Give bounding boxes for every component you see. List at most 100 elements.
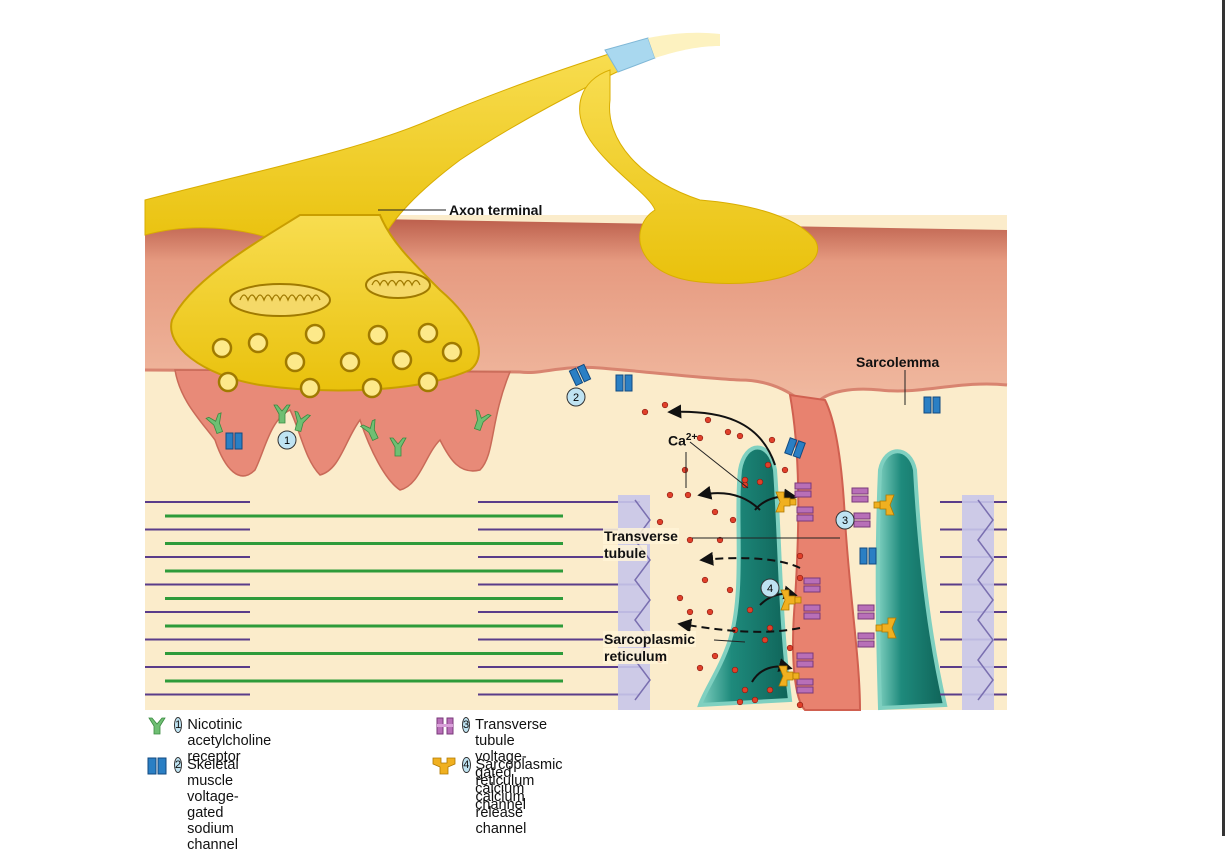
sodium-channel bbox=[615, 374, 633, 392]
membrane-channels bbox=[205, 363, 941, 694]
calcium-ion bbox=[706, 608, 714, 616]
calcium-ion bbox=[736, 698, 744, 706]
sarcolemma-membrane bbox=[144, 365, 801, 402]
calcium-ion bbox=[761, 636, 769, 644]
calcium-ion bbox=[711, 652, 719, 660]
calcium-ion bbox=[661, 401, 669, 409]
calcium-ion bbox=[724, 428, 732, 436]
legend-text-4-line2: release channel bbox=[475, 805, 527, 837]
nicotinic-receptor-icon bbox=[148, 717, 166, 735]
calcium-ion bbox=[796, 552, 804, 560]
marker-3: 3 bbox=[835, 510, 855, 530]
calcium-ions bbox=[641, 401, 804, 709]
synaptic-vesicle bbox=[304, 323, 326, 345]
marker-4-text: 4 bbox=[767, 583, 773, 595]
legend-item-2: 2 Skeletal muscle voltage-gated sodium c… bbox=[146, 757, 247, 853]
t-tubule-calcium-channel bbox=[857, 632, 875, 648]
marker-2-text: 2 bbox=[573, 392, 579, 404]
synaptic-vesicles bbox=[211, 322, 463, 399]
synaptic-vesicle bbox=[299, 377, 321, 399]
calcium-ion bbox=[781, 466, 789, 474]
calcium-ion bbox=[711, 508, 719, 516]
calcium-ion bbox=[766, 686, 774, 694]
sarcoplasmic-reticulum-right bbox=[875, 449, 948, 711]
calcium-ion bbox=[764, 461, 772, 469]
marker-1: 1 bbox=[277, 430, 297, 450]
calcium-ion bbox=[746, 606, 754, 614]
synaptic-vesicle bbox=[391, 349, 413, 371]
calcium-ion bbox=[676, 594, 684, 602]
synaptic-vesicle bbox=[339, 351, 361, 373]
synaptic-vesicle bbox=[417, 322, 439, 344]
legend-text-1: Nicotinic acetylcholine receptor bbox=[187, 717, 272, 765]
marker-4: 4 bbox=[760, 578, 780, 598]
calcium-ion bbox=[726, 586, 734, 594]
synaptic-vesicle bbox=[284, 351, 306, 373]
calcium-label: Ca2+ bbox=[668, 430, 697, 449]
legend-text-2: Skeletal muscle voltage-gated sodium cha… bbox=[187, 757, 246, 853]
t-tubule-calcium-channel bbox=[803, 577, 821, 593]
calcium-ion bbox=[701, 576, 709, 584]
sarcolemma-membrane-right bbox=[819, 382, 1008, 402]
sr-calcium-release-channel bbox=[875, 617, 897, 639]
transverse-tubule-label-line2: tubule bbox=[603, 545, 647, 561]
calcium-ion bbox=[656, 518, 664, 526]
nicotinic-receptor bbox=[273, 404, 291, 424]
z-disc-right-zigzag bbox=[977, 499, 994, 701]
legend-item-1: 1 Nicotinic acetylcholine receptor bbox=[146, 717, 279, 765]
axon-terminal-label: Axon terminal bbox=[449, 202, 543, 218]
calcium-label-text: Ca bbox=[668, 432, 686, 449]
calcium-ion bbox=[666, 491, 674, 499]
calcium-ion bbox=[681, 466, 689, 474]
junctional-folds bbox=[174, 369, 512, 491]
synaptic-vesicle bbox=[441, 341, 463, 363]
legend-item-3: 3 Transverse tubule voltage-gated calciu… bbox=[434, 717, 555, 813]
axon-tail bbox=[648, 32, 720, 58]
calcium-ion bbox=[641, 408, 649, 416]
synaptic-vesicle bbox=[417, 371, 439, 393]
marker-1-text: 1 bbox=[284, 435, 290, 447]
sarcoplasmic-reticulum-label-line2: reticulum bbox=[603, 648, 669, 664]
t-tubule-calcium-channel-icon bbox=[436, 717, 454, 735]
calcium-ion bbox=[729, 516, 737, 524]
t-tubule-calcium-channel bbox=[851, 487, 869, 503]
calcium-ion bbox=[796, 701, 804, 709]
t-tubule-calcium-channel bbox=[853, 512, 871, 528]
legend-text-2-line2: sodium channel bbox=[187, 821, 238, 853]
synaptic-vesicle bbox=[361, 377, 383, 399]
calcium-ion bbox=[686, 608, 694, 616]
legend-num-2: 2 bbox=[174, 757, 183, 773]
calcium-ion bbox=[766, 624, 774, 632]
legend-text-3-line1: Transverse tubule voltage-gated bbox=[475, 717, 548, 781]
sr-calcium-release-channel bbox=[778, 665, 800, 687]
calcium-ion bbox=[731, 666, 739, 674]
calcium-ion bbox=[768, 436, 776, 444]
sr-calcium-release-channel-icon bbox=[432, 757, 456, 775]
synaptic-vesicle bbox=[211, 337, 233, 359]
calcium-ion bbox=[716, 536, 724, 544]
t-tubule-calcium-channel bbox=[794, 482, 812, 498]
sodium-channel bbox=[568, 363, 592, 387]
calcium-ion bbox=[796, 574, 804, 582]
sr-calcium-release-channel bbox=[775, 491, 797, 513]
sodium-channel-icon bbox=[147, 757, 167, 775]
synaptic-vesicle bbox=[217, 371, 239, 393]
t-tubule-calcium-channel bbox=[857, 604, 875, 620]
nicotinic-receptor bbox=[294, 410, 312, 432]
calcium-ion bbox=[756, 478, 764, 486]
legend-text-2-line1: Skeletal muscle voltage-gated bbox=[187, 757, 239, 821]
sodium-channel bbox=[225, 432, 243, 450]
calcium-label-charge: 2+ bbox=[685, 432, 698, 443]
legend-text-3: Transverse tubule voltage-gated calcium … bbox=[475, 717, 555, 813]
leader-lines bbox=[378, 209, 906, 643]
frame-edge bbox=[1222, 0, 1225, 836]
sr-calcium-release-channel bbox=[780, 589, 802, 611]
sodium-channel bbox=[784, 437, 806, 459]
calcium-ion bbox=[686, 536, 694, 544]
calcium-ion bbox=[786, 644, 794, 652]
z-disc-right bbox=[962, 495, 994, 710]
transverse-tubule bbox=[788, 393, 862, 711]
synaptic-vesicle bbox=[247, 332, 269, 354]
